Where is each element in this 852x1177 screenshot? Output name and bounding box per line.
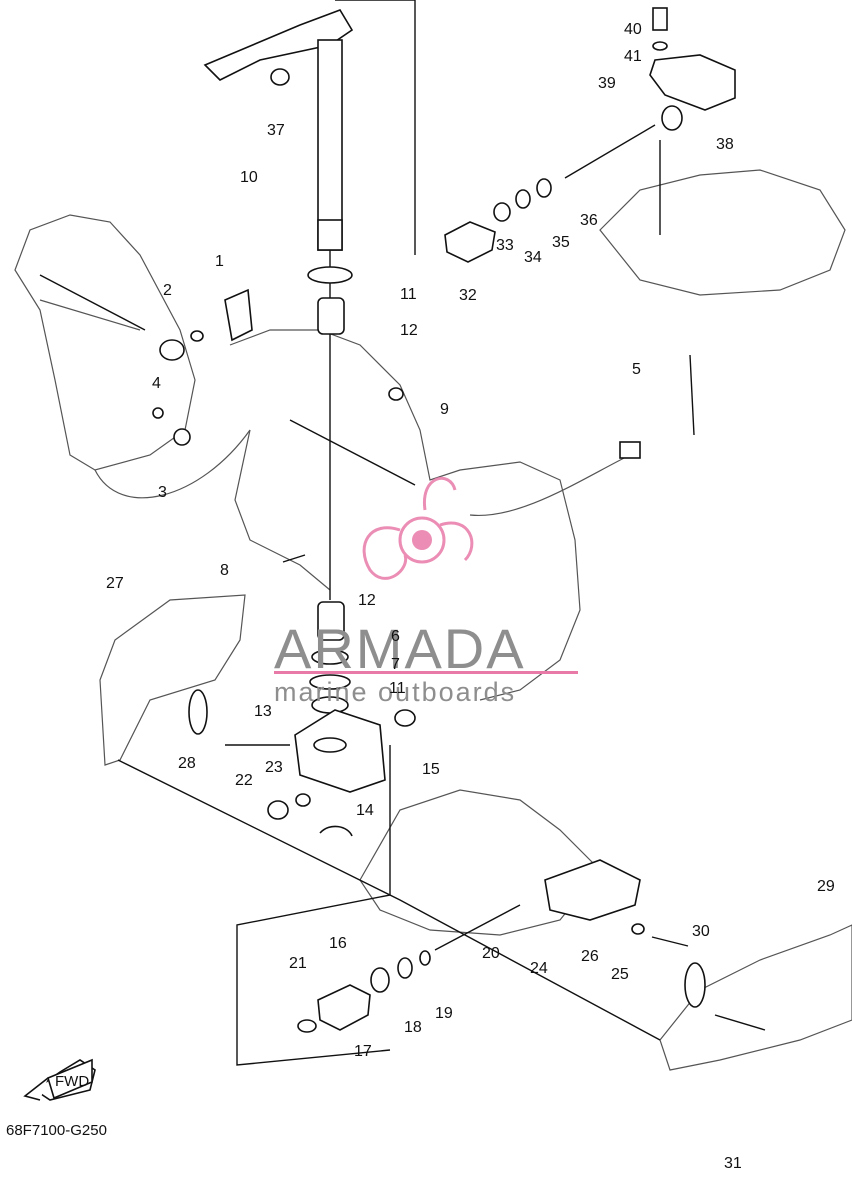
callout-label: 11 (389, 680, 406, 697)
callout-label: 15 (422, 761, 440, 778)
callout-label: 39 (598, 75, 616, 92)
callout-label: 2 (163, 282, 172, 299)
callout-label: 36 (580, 212, 598, 229)
callout-label: 19 (435, 1005, 453, 1022)
callout-label: 32 (459, 287, 477, 304)
callout-label: 33 (496, 237, 514, 254)
callout-label: 26 (581, 948, 599, 965)
callout-label: 14 (356, 802, 374, 819)
callout-label: 28 (178, 755, 196, 772)
callout-label: 4 (152, 375, 161, 392)
callout-label: 9 (440, 401, 449, 418)
callout-label: 12 (358, 592, 376, 609)
fwd-label: FWD (55, 1073, 89, 1090)
callout-label: 8 (220, 562, 229, 579)
callout-group: 40 41 39 38 37 10 36 35 34 33 32 1 2 11 … (106, 21, 835, 1172)
watermark-tagline: marine outboards (274, 677, 516, 707)
callout-label: 13 (254, 703, 272, 720)
callout-label: 25 (611, 966, 629, 983)
callout-label: 40 (624, 21, 642, 38)
callout-label: 27 (106, 575, 124, 592)
diagram-code: 68F7100-G250 (6, 1122, 107, 1139)
callout-label: 41 (624, 48, 642, 65)
callout-label: 23 (265, 759, 283, 776)
callout-label: 30 (692, 923, 710, 940)
propeller-hub (398, 516, 446, 564)
fwd-arrow (23, 1058, 93, 1101)
callout-label: 7 (391, 656, 400, 673)
callout-label: 17 (354, 1043, 372, 1060)
callout-label: 1 (215, 253, 224, 270)
callout-label: 10 (240, 169, 258, 186)
callout-label: 29 (817, 878, 835, 895)
watermark-brand: ARMADA (274, 617, 526, 680)
callout-label: 24 (530, 960, 548, 977)
callout-label: 21 (289, 955, 307, 972)
callout-label: 5 (632, 361, 641, 378)
callout-label: 31 (724, 1155, 742, 1172)
parts (33, 7, 766, 1101)
callout-label: 12 (400, 322, 418, 339)
callout-label: 34 (524, 249, 542, 266)
callout-label: 6 (391, 628, 400, 645)
callout-label: 35 (552, 234, 570, 251)
callout-label: 3 (158, 484, 167, 501)
callout-label: 16 (329, 935, 347, 952)
armada-logo-icon (362, 476, 474, 580)
watermark-underline (274, 671, 578, 674)
callout-label: 38 (716, 136, 734, 153)
callout-label: 11 (400, 286, 417, 303)
callout-label: 37 (267, 122, 285, 139)
callout-label: 22 (235, 772, 253, 789)
callout-label: 20 (482, 945, 500, 962)
callout-label: 18 (404, 1019, 422, 1036)
